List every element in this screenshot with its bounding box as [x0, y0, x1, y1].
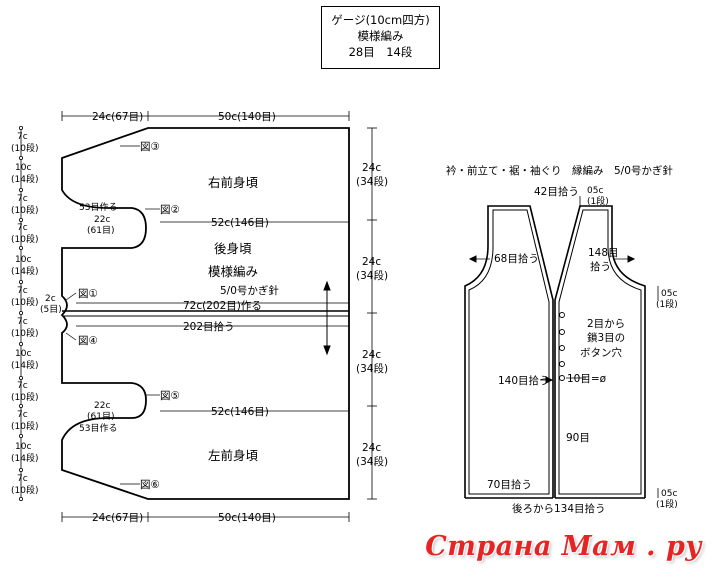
top-dim-left: 24c(67目)	[92, 111, 143, 123]
rdim-4c: 24c	[362, 442, 381, 454]
gauge-title: ゲージ(10cm四方)	[331, 13, 430, 27]
side-label-10c: 7c	[17, 410, 28, 420]
pick42-label: 42目拾う	[534, 185, 579, 198]
pick68-label: 68目拾う	[494, 252, 539, 265]
edging-outer-left	[464, 205, 554, 498]
s5-label: (5目)	[40, 304, 62, 315]
side-label-9c: 7c	[17, 381, 28, 391]
side-label-6c: 7c	[17, 286, 28, 296]
bottom-dim-right: 50c(140目)	[218, 512, 276, 524]
gauge-count: 28目 14段	[348, 45, 413, 59]
rdim-3r: (34段)	[356, 362, 388, 375]
pick148-a: 148目	[588, 247, 619, 259]
left-front-label: 左前身頃	[208, 448, 259, 463]
left-side-labels: 7c (10段) 10c (14段) 7c (10段) 7c (10段) 10c…	[11, 132, 38, 496]
gauge-pattern: 模様編み	[357, 29, 404, 43]
edging-diagram	[464, 196, 659, 499]
pick140-label: 140目拾う	[498, 374, 550, 387]
pick70-label: 70目拾う	[487, 478, 532, 491]
side-label-6r: (10段)	[11, 296, 38, 308]
side-label-7r: (10段)	[11, 327, 38, 339]
gauge-box: ゲージ(10cm四方) 模様編み 28目 14段	[321, 6, 440, 69]
pick202-label: 202目拾う	[183, 320, 235, 333]
rdim-1c: 24c	[362, 162, 381, 174]
side-label-10r: (10段)	[11, 420, 38, 432]
back134-label: 後ろから134目拾う	[512, 502, 606, 515]
make53-top: 53目作る	[79, 201, 117, 213]
pick148-b: 拾う	[590, 260, 611, 273]
side-label-1c: 7c	[17, 132, 28, 142]
side-label-8r: (14段)	[11, 359, 38, 371]
rdim-2r: (34段)	[356, 269, 388, 282]
side-label-8c: 10c	[15, 349, 31, 359]
make53-bottom: 53目作る	[79, 422, 117, 434]
rdim-4r: (34段)	[356, 455, 388, 468]
side-label-1r: (10段)	[11, 142, 38, 154]
fig6-label: 図⑥	[140, 479, 160, 491]
button-hole-markers	[559, 312, 565, 381]
c22-top: 22c	[94, 215, 110, 225]
watermark: Страна Мам . ру	[425, 531, 702, 562]
c05-top: 05c	[587, 186, 603, 196]
s90-label: 90目	[566, 432, 590, 444]
side-label-5c: 10c	[15, 255, 31, 265]
dot10-label: 10目=ø	[567, 373, 607, 385]
back-label: 後身頃	[214, 241, 252, 256]
side-label-2r: (14段)	[11, 173, 38, 185]
side-label-3r: (10段)	[11, 204, 38, 216]
btn-note-2: 鎖3目の	[587, 331, 625, 344]
edging-title: 衿・前立て・裾・袖ぐり 縁編み 5/0号かぎ針	[446, 164, 673, 177]
side-label-3c: 7c	[17, 194, 28, 204]
fig2-label: 図②	[160, 204, 180, 216]
edging-inner-left	[468, 209, 550, 495]
r1-bot: (1段)	[656, 498, 678, 510]
r1-mid: (1段)	[656, 298, 678, 310]
c05-bot: 05c	[661, 489, 677, 499]
side-label-12c: 7c	[17, 474, 28, 484]
fig5-label: 図⑤	[160, 390, 180, 402]
c2-label: 2c	[45, 294, 56, 304]
edging-inner-right	[558, 209, 642, 495]
s61-top: (61目)	[87, 225, 114, 236]
side-label-2c: 10c	[15, 163, 31, 173]
side-label-5r: (14段)	[11, 265, 38, 277]
side-label-4r: (10段)	[11, 233, 38, 245]
r1-top: (1段)	[587, 195, 609, 207]
fig1-label: 図①	[78, 288, 98, 300]
top-dim-right: 50c(140目)	[218, 111, 276, 123]
side-label-11c: 10c	[15, 442, 31, 452]
side-label-4c: 7c	[17, 223, 28, 233]
s61-bottom: (61目)	[87, 411, 114, 422]
bottom-dim-left: 24c(67目)	[92, 512, 143, 524]
right-front-label: 右前身頃	[208, 175, 259, 190]
edging-outer-right	[554, 205, 646, 498]
btn-note-1: 2目から	[587, 318, 625, 330]
hook-label: 5/0号かぎ針	[220, 284, 279, 297]
c22-bottom: 22c	[94, 401, 110, 411]
width52-top: 52c(146目)	[211, 217, 269, 229]
rdim-3c: 24c	[362, 349, 381, 361]
side-label-11r: (14段)	[11, 452, 38, 464]
fig4-label: 図④	[78, 335, 98, 347]
side-label-12r: (10段)	[11, 484, 38, 496]
side-label-9r: (10段)	[11, 391, 38, 403]
right-side-dims: 24c (34段) 24c (34段) 24c (34段) 24c (34段)	[356, 162, 388, 468]
rdim-2c: 24c	[362, 256, 381, 268]
side-label-7c: 7c	[17, 317, 28, 327]
btn-note-3: ボタン穴	[580, 346, 622, 359]
body-outline	[60, 127, 350, 500]
width52-bottom: 52c(146目)	[211, 406, 269, 418]
body-pattern-diagram	[20, 111, 377, 522]
pattern-label: 模様編み	[208, 264, 258, 279]
c05-mid: 05c	[661, 289, 677, 299]
width72-label: 72c(202目)作る	[183, 300, 262, 312]
left-dim-markers	[18, 126, 23, 501]
fig3-label: 図③	[140, 141, 160, 153]
rdim-1r: (34段)	[356, 175, 388, 188]
